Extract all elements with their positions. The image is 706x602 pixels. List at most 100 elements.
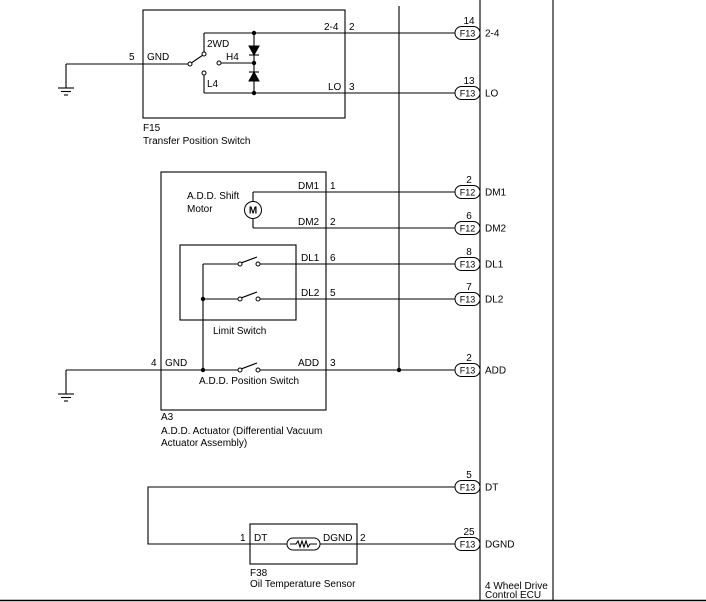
f38-pin-label-dgnd: DGND bbox=[323, 533, 352, 544]
terminal-connector-id: F12 bbox=[460, 223, 476, 233]
terminal-connector-id: F13 bbox=[460, 259, 476, 269]
terminal-connector-id: F13 bbox=[460, 28, 476, 38]
ecu-terminal-dt: 5 F13 DT bbox=[454, 470, 498, 494]
terminal-pin-number: 2 bbox=[466, 353, 472, 364]
terminal-signal-name: 2-4 bbox=[485, 29, 500, 40]
switch-blade bbox=[241, 291, 258, 299]
contact-l4 bbox=[201, 70, 207, 76]
switch-contact bbox=[255, 296, 261, 302]
motor-icon: M bbox=[244, 192, 262, 228]
f15-gnd-pin-number: 5 bbox=[129, 52, 135, 63]
f38-name: Oil Temperature Sensor bbox=[250, 579, 356, 590]
selector-switch-icon bbox=[187, 51, 222, 76]
switch-blade bbox=[241, 256, 258, 264]
a3-pin-number-5: 5 bbox=[330, 288, 336, 299]
position-label-2wd: 2WD bbox=[207, 39, 229, 50]
a3-add-actuator: A.D.D. Shift Motor M DM1 1 DM2 2 Limit S… bbox=[58, 171, 455, 449]
terminal-pin-number: 25 bbox=[463, 527, 475, 538]
switch-icon bbox=[237, 256, 261, 267]
switch-blade bbox=[241, 362, 258, 370]
terminal-signal-name: ADD bbox=[485, 366, 506, 377]
diode-icon bbox=[248, 45, 260, 57]
limit-switch-housing bbox=[179, 244, 297, 321]
f15-gnd-pin-label: GND bbox=[147, 52, 169, 63]
ecu-terminal-2-4: 14 F13 2-4 bbox=[454, 16, 500, 40]
f15-name: Transfer Position Switch bbox=[143, 136, 250, 147]
a3-pin-label-dl2: DL2 bbox=[301, 288, 320, 299]
a3-name-line-2: Actuator Assembly) bbox=[161, 438, 247, 449]
terminal-pin-number: 6 bbox=[466, 211, 472, 222]
ground-icon bbox=[58, 370, 74, 402]
f15-transfer-position-switch: 5 GND 2WD H4 L4 2-4 2 LO 3 bbox=[58, 9, 455, 147]
junction-dot bbox=[200, 296, 206, 302]
contact-h4 bbox=[216, 60, 222, 66]
junction-dot bbox=[251, 60, 257, 66]
terminal-signal-name: DT bbox=[485, 483, 498, 494]
a3-gnd-pin-number: 4 bbox=[151, 358, 157, 369]
terminal-pin-number: 8 bbox=[466, 247, 472, 258]
ground-icon bbox=[58, 64, 74, 96]
terminal-signal-name: DM2 bbox=[485, 224, 507, 235]
a3-pin-number-6: 6 bbox=[330, 253, 336, 264]
terminal-signal-name: LO bbox=[485, 89, 499, 100]
terminal-connector-id: F13 bbox=[460, 88, 476, 98]
terminal-connector-id: F12 bbox=[460, 187, 476, 197]
wire-dt bbox=[147, 486, 455, 545]
ecu-terminal-dl2: 7 F13 DL2 bbox=[454, 282, 504, 306]
a3-ref: A3 bbox=[161, 412, 174, 423]
terminal-pin-number: 5 bbox=[466, 470, 472, 481]
terminal-pin-number: 2 bbox=[466, 175, 472, 186]
ecu-name-line-2: Control ECU bbox=[485, 590, 541, 601]
limit-switch-label: Limit Switch bbox=[213, 326, 266, 337]
switch-icon bbox=[237, 291, 261, 302]
terminal-connector-id: F13 bbox=[460, 365, 476, 375]
switch-icon bbox=[237, 362, 261, 373]
a3-pin-label-dl1: DL1 bbox=[301, 253, 320, 264]
a3-name-line-1: A.D.D. Actuator (Differential Vacuum bbox=[161, 426, 322, 437]
f15-pin-number-2: 2 bbox=[349, 22, 355, 33]
switch-contact bbox=[255, 261, 261, 267]
f38-ref: F38 bbox=[250, 568, 268, 579]
position-label-h4: H4 bbox=[226, 52, 239, 63]
terminal-pin-number: 7 bbox=[466, 282, 472, 293]
ecu-terminal-lo: 13 F13 LO bbox=[454, 76, 499, 100]
junction-dot bbox=[251, 30, 257, 36]
a3-pin-number-2: 2 bbox=[330, 217, 336, 228]
ecu-terminal-dm2: 6 F12 DM2 bbox=[454, 211, 507, 235]
thermistor-icon bbox=[286, 537, 321, 551]
diode-body bbox=[248, 45, 260, 57]
terminal-signal-name: DGND bbox=[485, 540, 514, 551]
shift-motor-label-line-2: Motor bbox=[187, 204, 213, 215]
switch-pivot bbox=[187, 61, 193, 67]
f38-pin-number-2: 2 bbox=[360, 533, 366, 544]
diode-body bbox=[248, 70, 260, 82]
a3-pin-label-dm2: DM2 bbox=[298, 217, 320, 228]
terminal-pin-number: 14 bbox=[463, 16, 475, 27]
ecu-terminal-dgnd: 25 F13 DGND bbox=[454, 527, 514, 551]
f15-pin-label-2-4: 2-4 bbox=[324, 22, 339, 33]
contact-2wd bbox=[201, 51, 207, 57]
switch-contact bbox=[237, 296, 243, 302]
shift-motor-label-line-1: A.D.D. Shift bbox=[187, 191, 239, 202]
a3-pin-number-1: 1 bbox=[330, 181, 336, 192]
f15-pin-label-lo: LO bbox=[328, 82, 342, 93]
motor-symbol: M bbox=[249, 206, 257, 217]
ecu-terminal-dm1: 2 F12 DM1 bbox=[454, 175, 507, 199]
f15-ref: F15 bbox=[143, 123, 161, 134]
thermistor-zigzag bbox=[290, 539, 317, 549]
terminal-connector-id: F13 bbox=[460, 294, 476, 304]
a3-pin-number-3: 3 bbox=[330, 358, 336, 369]
terminal-connector-id: F13 bbox=[460, 482, 476, 492]
ecu-name-line-1: 4 Wheel Drive bbox=[485, 581, 548, 592]
position-label-l4: L4 bbox=[207, 79, 219, 90]
f38-pin-number-1: 1 bbox=[240, 533, 246, 544]
terminal-connector-id: F13 bbox=[460, 539, 476, 549]
switch-contact bbox=[255, 367, 261, 373]
switch-contact bbox=[237, 261, 243, 267]
terminal-signal-name: DL2 bbox=[485, 295, 504, 306]
terminal-signal-name: DL1 bbox=[485, 260, 504, 271]
a3-pin-label-dm1: DM1 bbox=[298, 181, 320, 192]
f15-pin-number-3: 3 bbox=[349, 82, 355, 93]
switch-blade bbox=[191, 55, 203, 64]
